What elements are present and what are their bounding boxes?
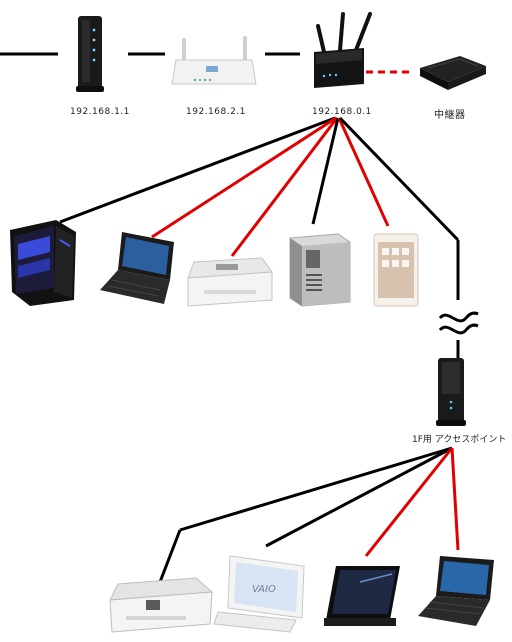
link-to-ap xyxy=(338,116,460,242)
link-ap-to-vaio xyxy=(265,446,453,548)
laptop-2-icon xyxy=(418,556,494,626)
distance-break-symbol xyxy=(438,311,479,335)
wifi-router-icon xyxy=(314,12,372,88)
tablet-2-icon xyxy=(324,566,400,626)
nas-icon xyxy=(289,233,351,307)
router-icon xyxy=(171,36,257,85)
access-point-icon xyxy=(436,358,466,426)
link-to-nas xyxy=(311,117,340,225)
modem-ip-label: 192.168.1.1 xyxy=(70,107,130,117)
svg-text:VAIO: VAIO xyxy=(252,584,276,595)
access-point-label: 1F用 アクセスポイント xyxy=(412,435,507,445)
link-ap-to-tablet xyxy=(364,447,454,557)
desktop-pc-icon xyxy=(10,220,76,306)
router-ip-label: 192.168.2.1 xyxy=(186,107,246,117)
printer-2-icon xyxy=(109,577,214,633)
link-ap-to-laptop xyxy=(450,447,460,551)
all-in-one-pc-icon: VAIO xyxy=(213,555,305,633)
link-ap-printer-drop xyxy=(158,529,182,583)
printer-icon xyxy=(187,257,273,307)
tablet-icon xyxy=(373,233,419,307)
repeater-label: 中継器 xyxy=(434,110,466,121)
modem-icon xyxy=(76,16,104,92)
link-to-tablet xyxy=(337,117,390,227)
link-to-laptop xyxy=(151,116,337,239)
main-router-ip-label: 192.168.0.1 xyxy=(312,107,372,117)
link-ap-to-printer xyxy=(179,446,453,532)
laptop-icon xyxy=(100,232,174,304)
repeater-icon xyxy=(420,56,486,90)
link-to-printer xyxy=(230,117,339,257)
link-to-desktop xyxy=(59,116,336,224)
